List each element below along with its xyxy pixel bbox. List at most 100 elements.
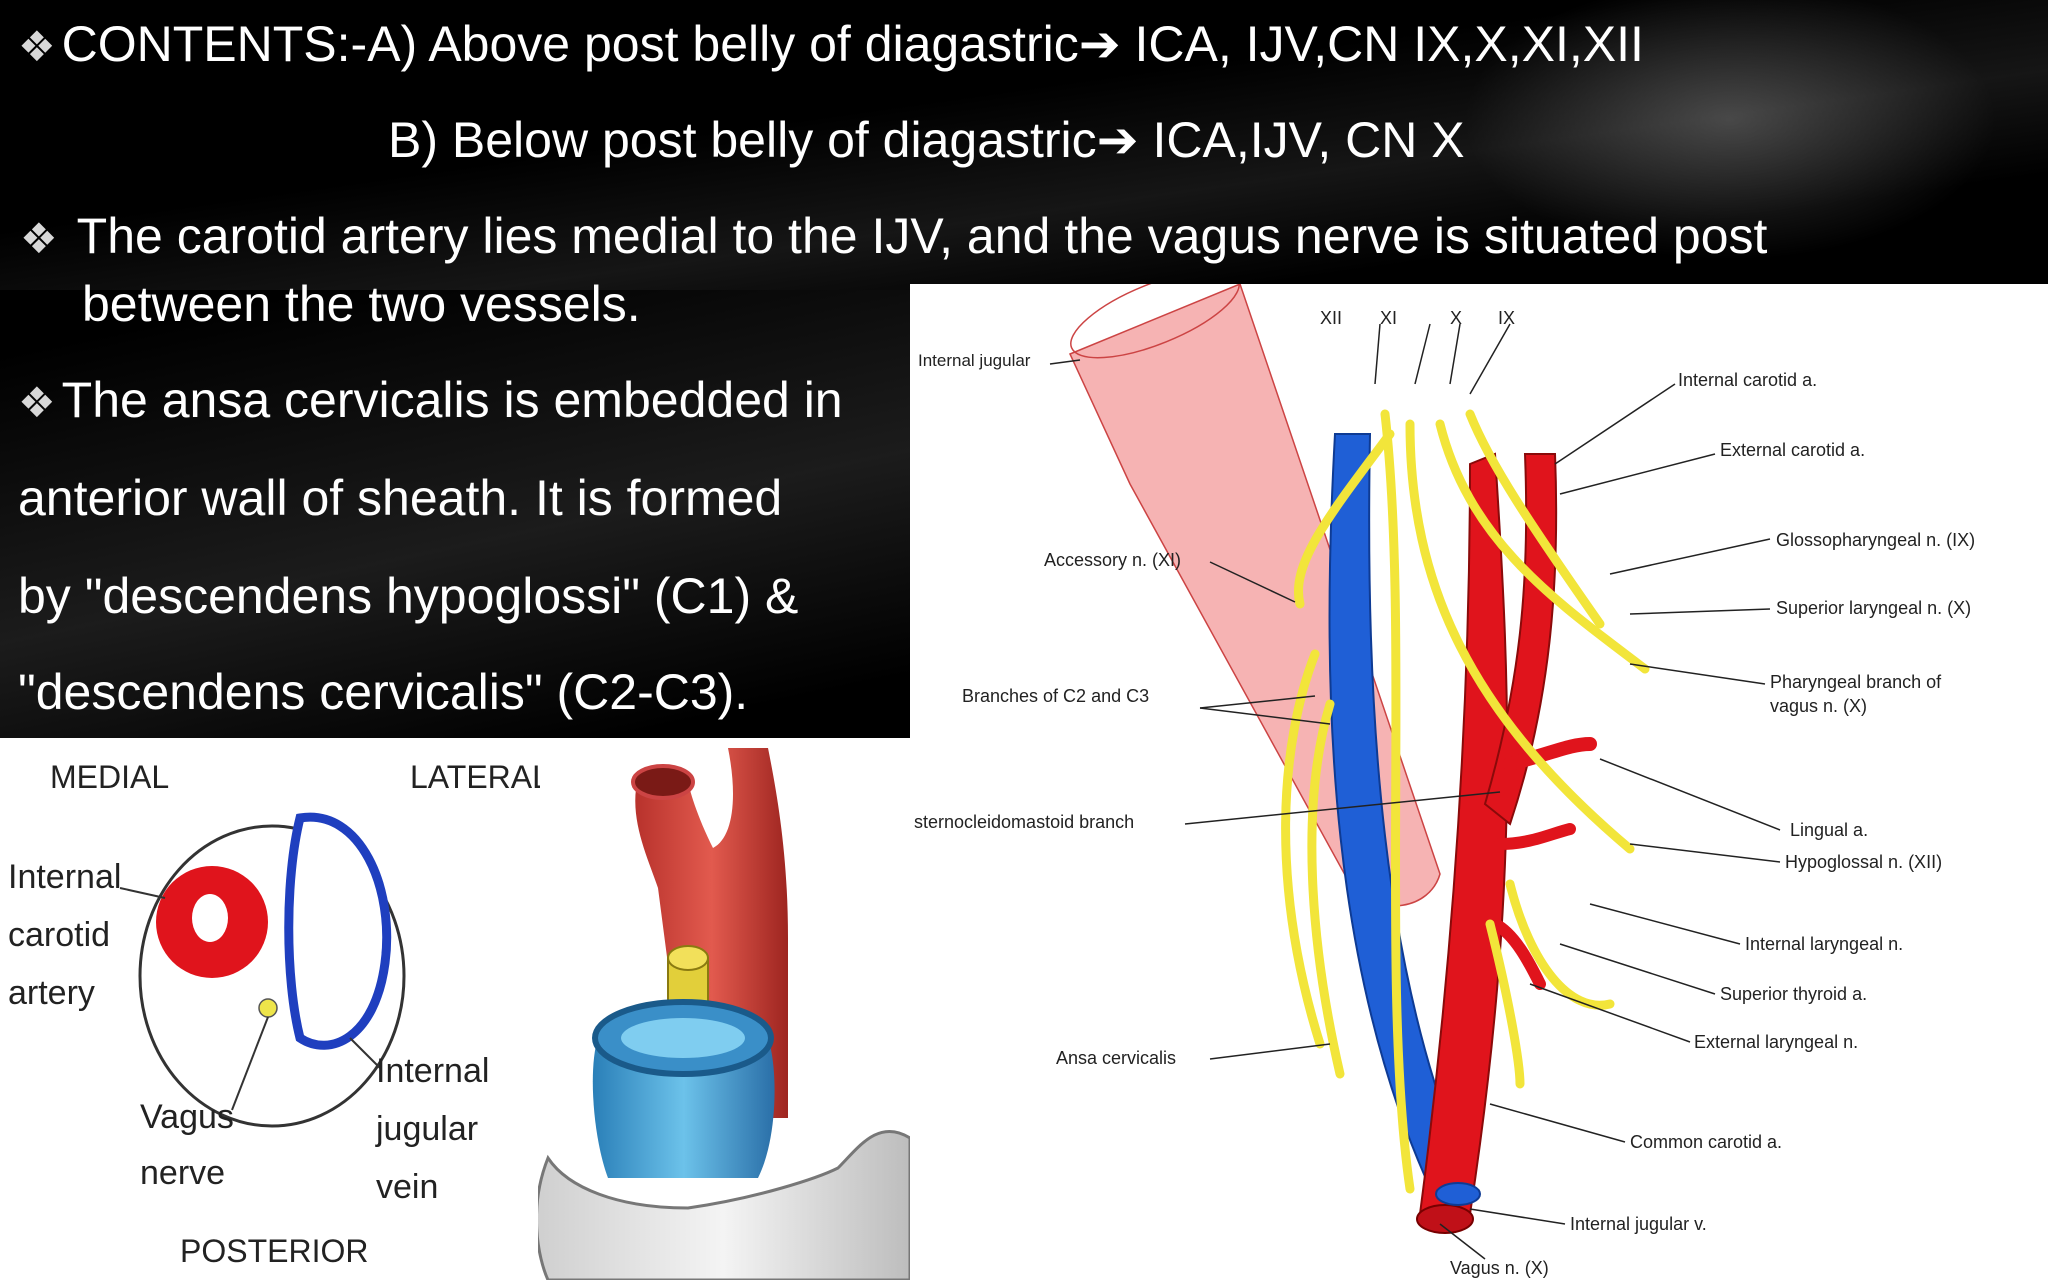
leader-pharyngeal [1629,663,1766,685]
vagus-label-2: nerve [140,1154,225,1192]
glossopharyngeal-nerve-path [1465,409,1605,629]
vagus-nerve-shape [258,998,278,1018]
ijv-end [1435,1182,1481,1206]
bullet-icon: ❖ [18,379,56,426]
leader-internal-jugular-v [1469,1208,1566,1225]
hypoglossal-nerve-path [1405,419,1635,854]
bullet-ansa-cervicalis: ❖The ansa cervicalis is embedded in [18,370,843,433]
leader-lines [1049,323,1781,1260]
lingual-artery [1503,737,1597,771]
bullet-carotid-line1: The carotid artery lies medial to the IJ… [76,208,1768,264]
leader-x [1449,323,1461,385]
label-common-carotid: Common carotid a. [1630,1132,1782,1152]
label-pharyngeal-branch-1: Pharyngeal branch of [1770,672,1942,692]
label-internal-jugular-v: Internal jugular v. [1570,1214,1707,1234]
leader-xi [1414,323,1431,385]
ijv-label-2: jugular [375,1110,478,1148]
bullet-ansa-line2: anterior wall of sheath. It is formed [18,470,783,526]
ijv-label-3: vein [376,1168,438,1206]
nerve-group [1281,409,1650,1194]
contents-line-a: ❖CONTENTS:-A) Above post belly of diagas… [18,14,1644,77]
leader-internal-carotid [1554,383,1676,465]
label-scm-branch: sternocleidomastoid branch [914,812,1134,832]
contents-line-b: B) Below post belly of diagastric➔ ICA,I… [388,110,1465,170]
contents-b-list: ICA,IJV, CN X [1138,112,1465,168]
label-pharyngeal-branch-2: vagus n. (X) [1770,696,1867,716]
label-superior-laryngeal: Superior laryngeal n. (X) [1776,598,1971,618]
leader-superior-laryngeal [1629,608,1771,615]
label-superior-thyroid: Superior thyroid a. [1720,984,1867,1004]
lingual-artery-2 [1494,823,1576,850]
leader-external-carotid [1559,453,1716,495]
internal-jugular-vein-shape [284,812,392,1050]
carotid-sheath-cross-section: MEDIAL LATERAL Internal carotid artery V… [8,759,540,1269]
leader-external-laryngeal [1529,983,1691,1043]
label-xii: XII [1320,308,1342,328]
ijv-leader-line [349,1037,381,1069]
label-vagus-bottom: Vagus n. (X) [1450,1258,1549,1278]
ijv-lumen [621,1018,745,1058]
posterior-label: POSTERIOR [180,1233,368,1269]
leader-ansa [1209,1043,1331,1060]
leader-scm [1184,791,1501,825]
internal-laryngeal-nerve-path [1505,879,1615,1010]
ansa-cervicalis-nerve-path-2 [1307,699,1345,1079]
leader-internal-laryngeal [1589,903,1741,945]
leader-ix [1469,323,1511,395]
ica-leader-line [119,887,166,899]
bullet-icon: ❖ [20,215,58,262]
sheath-top-rim [1070,284,1240,359]
ica-label-1: Internal [8,858,121,896]
bullet-ansa-line1: The ansa cervicalis is embedded in [61,372,843,428]
arrow-icon: ➔ [1078,16,1121,72]
medial-label: MEDIAL [50,759,169,795]
label-internal-carotid: Internal carotid a. [1678,370,1817,390]
leader-ij-top [1049,359,1081,365]
anatomy-diagram: XII XI X IX Internal jugular Internal ca… [914,284,1975,1278]
leader-superior-thyroid [1559,943,1716,995]
leader-lingual [1599,758,1781,831]
sheath-wall [538,1130,910,1280]
label-glossopharyngeal: Glossopharyngeal n. (IX) [1776,530,1975,550]
vagus-leader-line [231,1016,269,1111]
background-glow-lower [0,290,910,740]
contents-a-text: CONTENTS:-A) Above post belly of diagast… [61,16,1079,72]
label-external-carotid: External carotid a. [1720,440,1865,460]
label-hypoglossal: Hypoglossal n. (XII) [1785,852,1942,872]
label-x: X [1450,308,1462,328]
leader-c2c3-a [1199,695,1316,709]
ica-label-3: artery [8,974,95,1012]
contents-a-list: ICA, IJV,CN IX,X,XI,XII [1120,16,1644,72]
vagus-nerve-path [1380,409,1415,1194]
leader-c2c3-b [1199,707,1331,725]
label-external-laryngeal: External laryngeal n. [1694,1032,1858,1052]
accessory-nerve-path [1294,429,1395,609]
ijv-3d [592,1038,775,1178]
ijv-label-1: Internal [376,1052,489,1090]
ica-label-2: carotid [8,916,110,954]
contents-b-text: B) Below post belly of diagastric [388,112,1097,168]
bullet-ansa-line4: "descendens cervicalis" (C2-C3). [18,664,749,720]
label-ansa-cervicalis: Ansa cervicalis [1056,1048,1176,1068]
ansa-cervicalis-nerve-path [1281,649,1325,1049]
vagus-label-1: Vagus [140,1098,234,1136]
label-internal-jugular-top: Internal jugular [918,351,1031,370]
label-ix: IX [1498,308,1515,328]
lateral-label: LATERAL [410,759,540,795]
common-carotid-end [1416,1204,1474,1234]
superior-thyroid-artery [1489,918,1546,990]
leader-vagus-bottom [1439,1223,1486,1260]
bullet-carotid-line2: between the two vessels. [82,276,641,332]
label-lingual: Lingual a. [1790,820,1868,840]
leader-xii [1374,323,1381,385]
leader-glossopharyngeal [1609,538,1771,575]
carotid-sheath-3d-illustration [538,748,910,1280]
background-glow [0,0,2048,290]
label-accessory: Accessory n. (XI) [1044,550,1181,570]
vagus-nerve-top [667,945,709,971]
leader-accessory [1209,561,1296,603]
artery-lumen [192,894,228,942]
superior-laryngeal-nerve-path [1435,419,1650,674]
external-carotid-opening [631,764,695,800]
